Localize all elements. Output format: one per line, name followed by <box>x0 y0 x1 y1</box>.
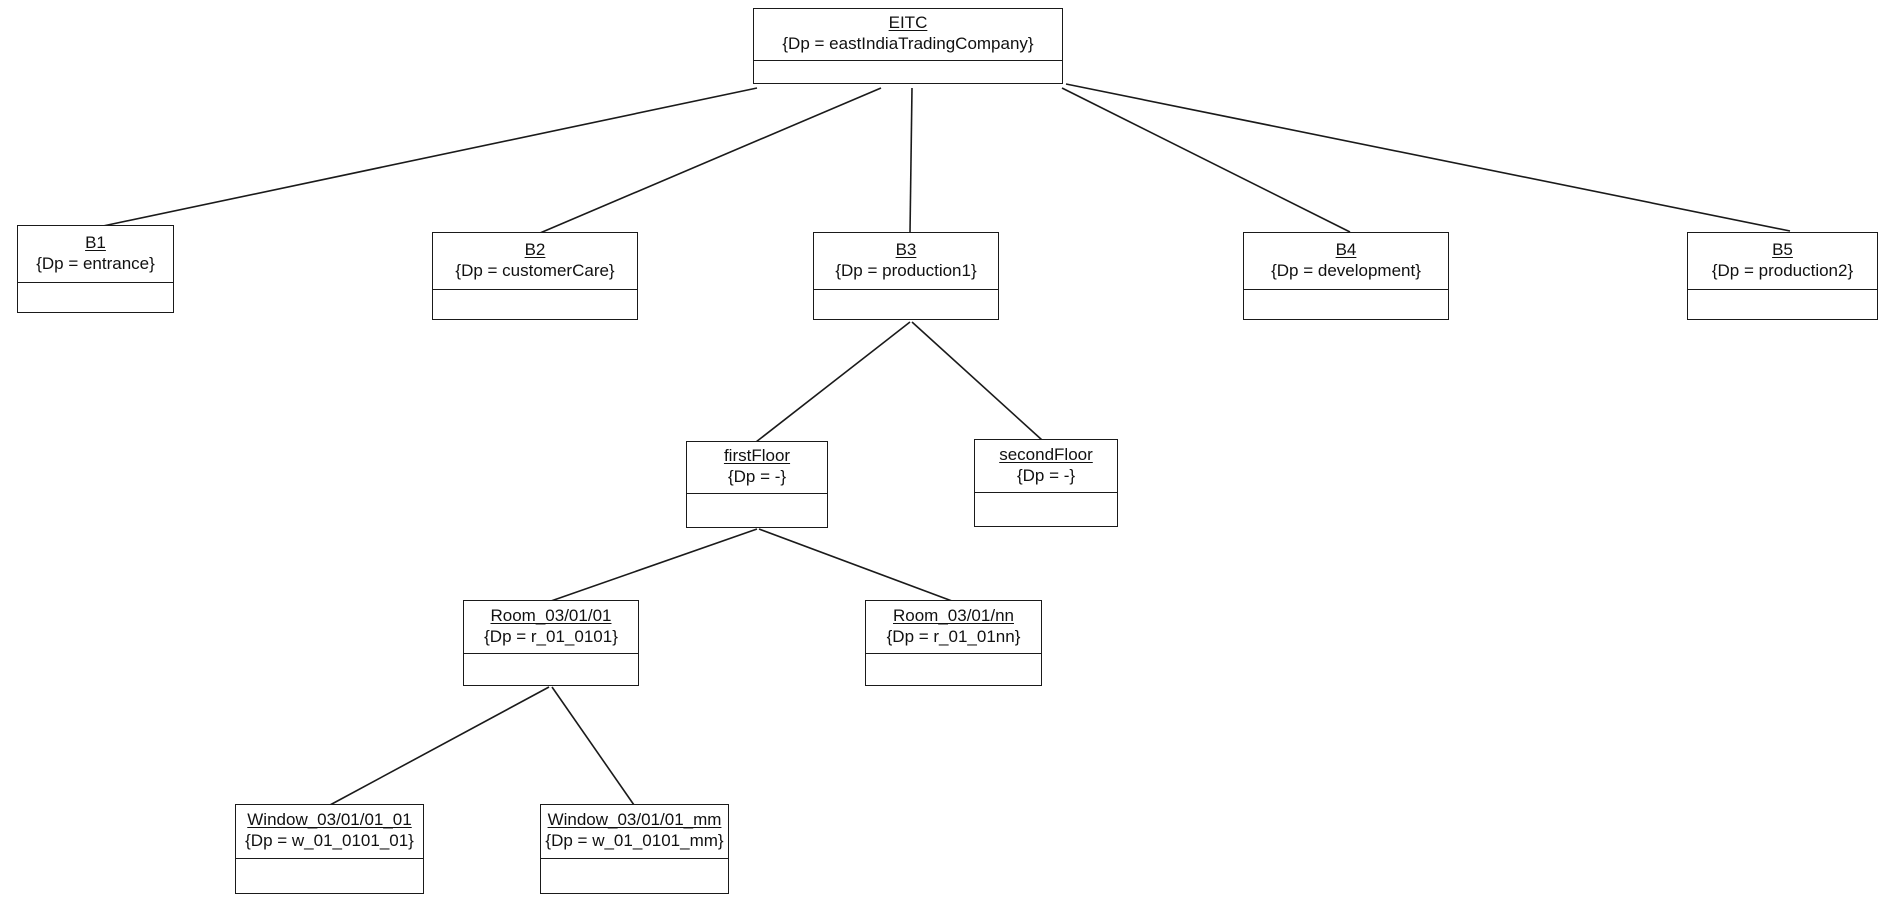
association-edge <box>1061 87 1351 233</box>
object-node-secondfloor[interactable]: secondFloor{Dp = -} <box>974 439 1118 527</box>
object-node-attribute: {Dp = entrance} <box>36 253 155 273</box>
object-node-b3[interactable]: B3{Dp = production1} <box>813 232 999 320</box>
object-node-compartment <box>1244 290 1448 319</box>
object-node-attribute: {Dp = production1} <box>835 260 977 280</box>
object-node-title: B3 <box>895 239 917 259</box>
object-node-header: secondFloor{Dp = -} <box>975 440 1117 493</box>
object-node-compartment <box>18 283 173 312</box>
object-node-header: B4{Dp = development} <box>1244 233 1448 290</box>
object-node-compartment <box>236 859 423 893</box>
object-node-attribute: {Dp = -} <box>727 467 787 487</box>
association-edge <box>911 321 1043 441</box>
object-node-attribute: {Dp = w_01_0101_mm} <box>545 831 724 851</box>
object-node-title: firstFloor <box>723 446 791 466</box>
object-node-title: EITC <box>888 13 928 33</box>
association-edge <box>755 321 911 443</box>
object-node-title: Window_03/01/01_mm <box>547 810 722 830</box>
association-edge <box>329 686 550 806</box>
object-node-title: Room_03/01/nn <box>893 605 1014 625</box>
object-node-title: B5 <box>1772 239 1793 259</box>
object-node-title: B2 <box>524 239 546 259</box>
object-node-compartment <box>433 290 637 319</box>
object-node-title: B1 <box>85 232 106 252</box>
object-node-title: Room_03/01/01 <box>490 605 612 625</box>
object-node-compartment <box>1688 290 1877 319</box>
object-node-attribute: {Dp = customerCare} <box>455 260 615 280</box>
object-node-b4[interactable]: B4{Dp = development} <box>1243 232 1449 320</box>
association-edge <box>758 528 953 602</box>
object-node-attribute: {Dp = development} <box>1271 260 1421 280</box>
object-node-compartment <box>866 654 1041 685</box>
object-node-firstfloor[interactable]: firstFloor{Dp = -} <box>686 441 828 528</box>
object-node-header: EITC{Dp = eastIndiaTradingCompany} <box>754 9 1062 61</box>
object-node-attribute: {Dp = r_01_01nn} <box>886 626 1021 646</box>
object-node-attribute: {Dp = w_01_0101_01} <box>245 831 414 851</box>
association-edge <box>102 87 758 227</box>
object-node-compartment <box>687 494 827 527</box>
object-node-compartment <box>975 493 1117 526</box>
object-node-window0101_01[interactable]: Window_03/01/01_01{Dp = w_01_0101_01} <box>235 804 424 894</box>
object-node-header: Window_03/01/01_01{Dp = w_01_0101_01} <box>236 805 423 859</box>
object-node-attribute: {Dp = production2} <box>1711 260 1854 280</box>
object-node-header: B5{Dp = production2} <box>1688 233 1877 290</box>
object-node-compartment <box>541 859 728 893</box>
association-edge <box>539 87 882 234</box>
object-node-room01nn[interactable]: Room_03/01/nn{Dp = r_01_01nn} <box>865 600 1042 686</box>
object-node-b1[interactable]: B1{Dp = entrance} <box>17 225 174 313</box>
object-node-compartment <box>814 290 998 319</box>
object-node-attribute: {Dp = eastIndiaTradingCompany} <box>782 34 1034 54</box>
object-node-compartment <box>464 654 638 685</box>
association-edge <box>909 87 913 234</box>
association-edge <box>1065 83 1791 232</box>
object-node-b2[interactable]: B2{Dp = customerCare} <box>432 232 638 320</box>
object-node-header: B2{Dp = customerCare} <box>433 233 637 290</box>
object-node-header: B1{Dp = entrance} <box>18 226 173 283</box>
object-node-window0101_mm[interactable]: Window_03/01/01_mm{Dp = w_01_0101_mm} <box>540 804 729 894</box>
object-node-title: secondFloor <box>999 444 1093 464</box>
object-node-title: B4 <box>1335 239 1357 259</box>
object-node-attribute: {Dp = r_01_0101} <box>484 626 618 646</box>
object-node-header: Window_03/01/01_mm{Dp = w_01_0101_mm} <box>541 805 728 859</box>
object-node-attribute: {Dp = -} <box>1016 465 1076 485</box>
object-node-compartment <box>754 61 1062 83</box>
object-node-title: Window_03/01/01_01 <box>247 810 412 830</box>
object-node-b5[interactable]: B5{Dp = production2} <box>1687 232 1878 320</box>
object-node-header: firstFloor{Dp = -} <box>687 442 827 494</box>
object-node-eitc[interactable]: EITC{Dp = eastIndiaTradingCompany} <box>753 8 1063 84</box>
association-edge <box>551 686 635 806</box>
object-node-header: Room_03/01/nn{Dp = r_01_01nn} <box>866 601 1041 654</box>
object-node-header: B3{Dp = production1} <box>814 233 998 290</box>
association-edge <box>550 528 758 602</box>
object-node-room0101[interactable]: Room_03/01/01{Dp = r_01_0101} <box>463 600 639 686</box>
object-node-header: Room_03/01/01{Dp = r_01_0101} <box>464 601 638 654</box>
